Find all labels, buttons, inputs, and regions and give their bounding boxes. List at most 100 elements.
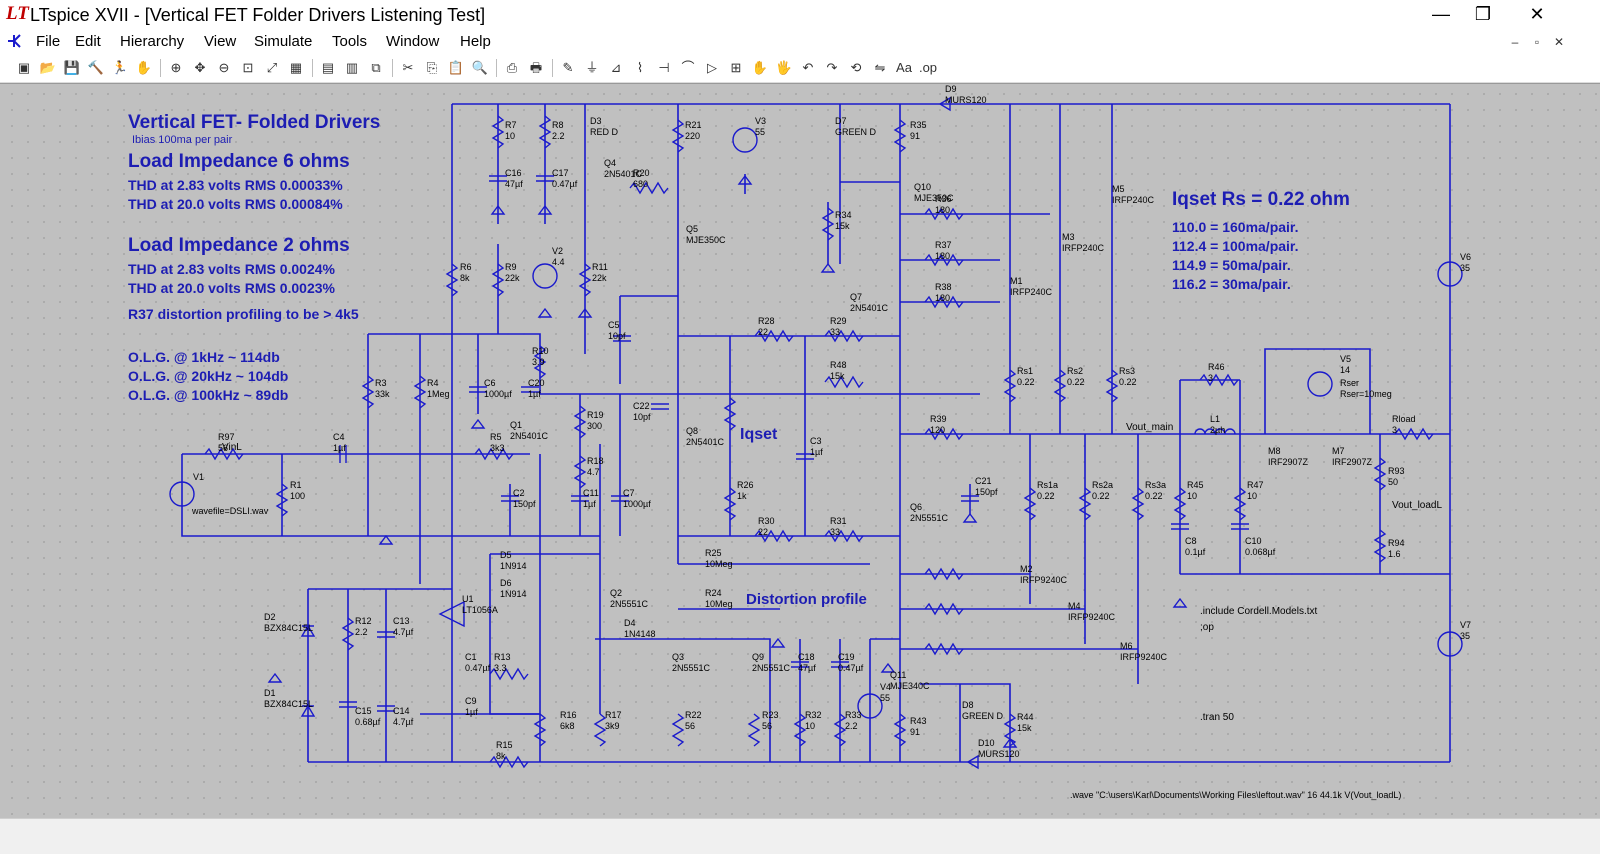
ref-rs2[interactable]: Rs2 — [1067, 366, 1083, 376]
ref-r18[interactable]: R18 — [587, 456, 604, 466]
ref-r25[interactable]: R25 — [705, 548, 722, 558]
ref-r46[interactable]: R46 — [1208, 362, 1225, 372]
value-r6[interactable]: 8k — [460, 273, 470, 283]
ref-r16[interactable]: R16 — [560, 710, 577, 720]
value-r43[interactable]: 91 — [910, 727, 920, 737]
value-m1[interactable]: IRFP240C — [1010, 287, 1053, 297]
value-c1[interactable]: 0.47µf — [465, 663, 491, 673]
value-r34[interactable]: 15k — [835, 221, 850, 231]
value-rs1a[interactable]: 0.22 — [1037, 491, 1055, 501]
ref-c5[interactable]: C5 — [608, 320, 620, 330]
value-q5[interactable]: MJE350C — [686, 235, 726, 245]
value-c8[interactable]: 0.1µf — [1185, 547, 1206, 557]
ref-d7[interactable]: D7 — [835, 116, 847, 126]
pan-icon[interactable]: ✥ — [194, 60, 206, 75]
value-q10[interactable]: MJE350C — [914, 193, 954, 203]
value-q1[interactable]: 2N5401C — [510, 431, 549, 441]
value-r31[interactable]: 33 — [830, 527, 840, 537]
value-r19[interactable]: 300 — [587, 421, 602, 431]
save-icon[interactable]: 💾 — [63, 60, 81, 75]
ref-c8[interactable]: C8 — [1185, 536, 1197, 546]
inductor-icon[interactable]: ⌒ — [681, 60, 695, 75]
value-c18[interactable]: 47µf — [798, 663, 816, 673]
cascade-icon[interactable]: ⧉ — [371, 60, 381, 75]
value-r5[interactable]: 3k3 — [490, 443, 505, 453]
value-c7[interactable]: 1000µf — [623, 499, 651, 509]
print-setup-icon[interactable]: ⎙ — [506, 60, 518, 75]
value-c11[interactable]: 1µf — [583, 499, 596, 509]
ref-m3[interactable]: M3 — [1062, 232, 1075, 242]
value-r3[interactable]: 33k — [375, 389, 390, 399]
ref-c7[interactable]: C7 — [623, 488, 635, 498]
value-r7[interactable]: 10 — [505, 131, 515, 141]
ref-c6[interactable]: C6 — [484, 378, 496, 388]
ref-r22[interactable]: R22 — [685, 710, 702, 720]
minimize-button[interactable]: — — [1432, 4, 1450, 24]
ref-r39[interactable]: R39 — [930, 414, 947, 424]
undo-icon[interactable]: ↶ — [802, 60, 814, 75]
value-r37[interactable]: 180 — [935, 251, 950, 261]
menu-help[interactable]: Help — [460, 33, 491, 50]
ref-r30[interactable]: R30 — [758, 516, 775, 526]
value-r39[interactable]: 120 — [930, 425, 945, 435]
ref-q6[interactable]: Q6 — [910, 502, 922, 512]
ref-r94[interactable]: R94 — [1388, 538, 1405, 548]
ref-c15[interactable]: C15 — [355, 706, 372, 716]
wire-icon[interactable]: ✎ — [562, 60, 574, 75]
ref-c13[interactable]: C13 — [393, 616, 410, 626]
value-d3[interactable]: RED D — [590, 127, 619, 137]
value-r48[interactable]: 15k — [830, 371, 845, 381]
value-r10[interactable]: 3.9 — [532, 357, 545, 367]
value-c14[interactable]: 4.7µf — [393, 717, 414, 727]
value-m5[interactable]: IRFP240C — [1112, 195, 1155, 205]
doc-restore-button[interactable]: ▫ — [1534, 35, 1540, 49]
value-r11[interactable]: 22k — [592, 273, 607, 283]
zoom-in-icon[interactable]: ⊕ — [170, 60, 182, 75]
close-button[interactable]: ✕ — [1529, 4, 1545, 24]
run-icon[interactable]: 🏃 — [111, 60, 129, 75]
ref-r1[interactable]: R1 — [290, 480, 302, 490]
schematic-canvas[interactable]: Vertical FET- Folded Drivers Ibias 100ma… — [0, 83, 1600, 819]
ref-r13[interactable]: R13 — [494, 652, 511, 662]
menu-edit[interactable]: Edit — [75, 33, 101, 50]
ref-q4[interactable]: Q4 — [604, 158, 616, 168]
new-schematic-icon[interactable]: ▣ — [17, 60, 31, 75]
value-r22[interactable]: 56 — [685, 721, 695, 731]
mirror-icon[interactable]: ⇋ — [874, 60, 886, 75]
value-m8[interactable]: IRF2907Z — [1268, 457, 1309, 467]
ref-q7[interactable]: Q7 — [850, 292, 862, 302]
menu-tools[interactable]: Tools — [332, 33, 368, 50]
ref-c1[interactable]: C1 — [465, 652, 477, 662]
value-r46[interactable]: 3 — [1208, 373, 1213, 383]
value-r17[interactable]: 3k9 — [605, 721, 620, 731]
value-u1[interactable]: LT1056A — [462, 605, 498, 615]
ref-v3[interactable]: V3 — [755, 116, 766, 126]
value-r45[interactable]: 10 — [1187, 491, 1197, 501]
value-m6[interactable]: IRFP9240C — [1120, 652, 1168, 662]
value-r15[interactable]: 8k — [496, 751, 506, 761]
ref-d10[interactable]: D10 — [978, 738, 995, 748]
value-r1[interactable]: 100 — [290, 491, 305, 501]
cut-icon[interactable]: ✂ — [402, 60, 414, 75]
ref-r11[interactable]: R11 — [592, 262, 608, 272]
capacitor-icon[interactable]: ⊣ — [658, 60, 670, 75]
ref-rs1[interactable]: Rs1 — [1017, 366, 1033, 376]
value-c17[interactable]: 0.47µf — [552, 179, 578, 189]
value-r16[interactable]: 6k8 — [560, 721, 575, 731]
ref-r44[interactable]: R44 — [1017, 712, 1034, 722]
ref-v6[interactable]: V6 — [1460, 252, 1471, 262]
value-c15[interactable]: 0.68µf — [355, 717, 381, 727]
value-r35[interactable]: 91 — [910, 131, 920, 141]
ref-c20[interactable]: C20 — [528, 378, 545, 388]
menu-window[interactable]: Window — [386, 33, 440, 50]
value-r38[interactable]: 180 — [935, 293, 950, 303]
ref-r9[interactable]: R9 — [505, 262, 517, 272]
value-rs2[interactable]: 0.22 — [1067, 377, 1085, 387]
ref-r43[interactable]: R43 — [910, 716, 927, 726]
value-d4[interactable]: 1N4148 — [624, 629, 656, 639]
ref-c16[interactable]: C16 — [505, 168, 522, 178]
ground-icon[interactable]: ⏚ — [585, 60, 599, 75]
value-r12[interactable]: 2.2 — [355, 627, 368, 637]
rotate-icon[interactable]: ⟲ — [850, 60, 862, 75]
value-q9[interactable]: 2N5551C — [752, 663, 791, 673]
